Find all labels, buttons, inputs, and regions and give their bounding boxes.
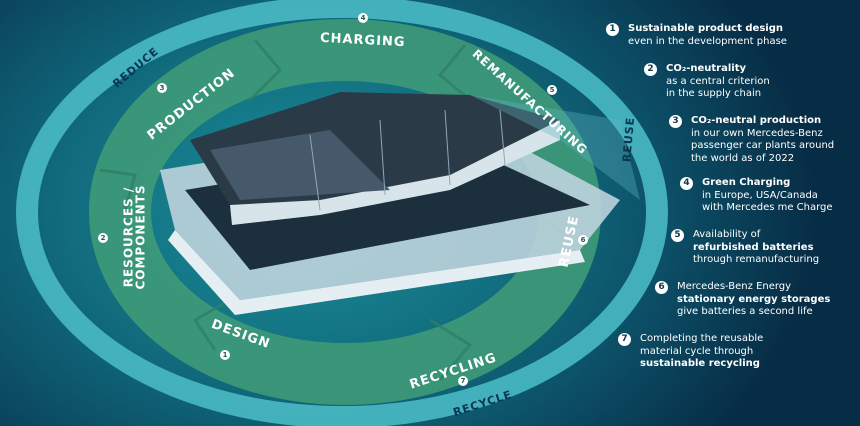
legend-item-7: 7 Completing the reusable material cycle…: [618, 333, 764, 371]
legend-item-3: 3 CO₂-neutral production in our own Merc…: [669, 115, 835, 165]
outer-ring: [16, 0, 668, 426]
number-badge: 5: [671, 229, 684, 242]
stage-number-6: 6: [578, 235, 588, 245]
legend-text: in the supply chain: [666, 88, 762, 99]
number-badge: 4: [680, 177, 693, 190]
legend-title: refurbished batteries: [693, 241, 814, 253]
legend-text: material cycle through: [640, 345, 754, 357]
legend-title: Green Charging: [702, 177, 791, 188]
legend-text: Mercedes-Benz Energy: [677, 281, 792, 292]
legend-text: in our own Mercedes-Benz: [691, 127, 823, 139]
legend-text: with Mercedes me Charge: [702, 202, 833, 213]
legend-text: Completing the reusable: [640, 333, 764, 344]
legend-item-5: 5 Availability of refurbished batteries …: [671, 229, 820, 267]
number-badge: 3: [669, 115, 682, 128]
legend-text: in Europe, USA/Canada: [702, 189, 818, 201]
legend-item-2: 2 CO₂-neutrality as a central criterion …: [644, 63, 770, 101]
legend-title: CO₂-neutral production: [691, 115, 822, 126]
legend-text: through remanufacturing: [693, 254, 820, 265]
legend-text: as a central criterion: [666, 75, 770, 87]
legend-text: give batteries a second life: [677, 306, 813, 317]
stage-number-3: 3: [157, 83, 167, 93]
stage-label-resources-components: RESOURCES / COMPONENTS: [122, 184, 148, 290]
legend-text: even in the development phase: [628, 35, 787, 47]
battery-pack-image: [160, 92, 640, 315]
number-badge: 2: [644, 63, 657, 76]
legend-title: Sustainable product design: [628, 23, 783, 34]
number-badge: 7: [618, 333, 631, 346]
stage-number-7: 7: [458, 376, 468, 386]
legend-text: Availability of: [693, 229, 761, 240]
stage-number-4: 4: [358, 13, 368, 23]
legend-item-6: 6 Mercedes-Benz Energy stationary energy…: [655, 281, 831, 319]
legend-item-1: 1 Sustainable product design even in the…: [606, 23, 787, 48]
legend-title: sustainable recycling: [640, 358, 760, 369]
legend-title: CO₂-neutrality: [666, 63, 747, 74]
stage-number-5: 5: [547, 85, 557, 95]
number-badge: 1: [606, 23, 619, 36]
legend-title: stationary energy storages: [677, 293, 831, 305]
legend-text: passenger car plants around: [691, 140, 835, 151]
stage-label-components: COMPONENTS: [133, 184, 148, 290]
stage-number-2: 2: [98, 233, 108, 243]
stage-number-1: 1: [220, 350, 230, 360]
legend-text: the world as of 2022: [691, 152, 795, 164]
legend-item-4: 4 Green Charging in Europe, USA/Canada w…: [680, 177, 833, 215]
number-badge: 6: [655, 281, 668, 294]
